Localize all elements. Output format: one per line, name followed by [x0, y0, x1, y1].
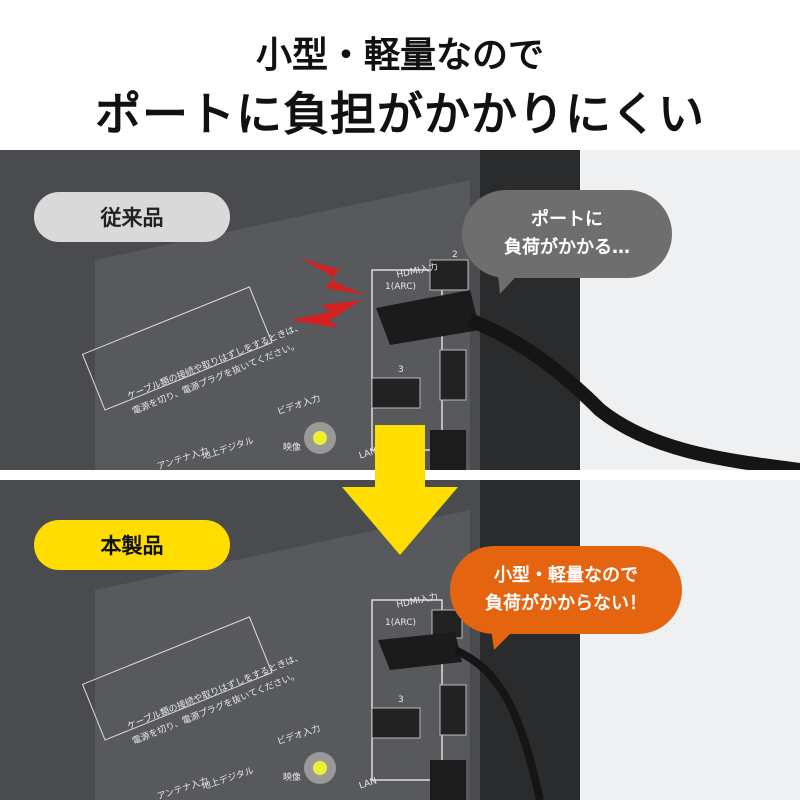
after-label: 本製品 — [34, 520, 230, 570]
headline-line2: ポートに負担がかかりにくい — [94, 87, 706, 141]
headline-line1: 小型・軽量なので — [255, 35, 544, 76]
header: 小型・軽量なので ポートに負担がかかりにくい — [0, 0, 800, 150]
port3-label: 3 — [398, 365, 404, 375]
after-bubble-line2: 負荷がかからない！ — [485, 593, 647, 614]
before-bubble: ポートに 負荷がかかる… — [462, 190, 672, 278]
port1-label: 1(ARC) — [385, 282, 416, 292]
hdmi-cable — [453, 646, 544, 800]
after-bubble: 小型・軽量なので 負荷がかからない！ — [450, 546, 682, 634]
after-bubble-shape — [450, 546, 682, 650]
before-bubble-line2: 負荷がかかる… — [504, 237, 630, 258]
before-bubble-line1: ポートに — [531, 209, 603, 230]
hdmi-cable — [467, 313, 800, 470]
eizo-label: 映像 — [283, 773, 302, 783]
compact-hdmi-plug — [378, 632, 462, 670]
after-photo: HDMI入力 1(ARC) 3 ケーブル類の接続や取りはずしをするときは、 電源… — [0, 480, 800, 800]
stress-mark-icon — [290, 300, 362, 328]
before-photo: HDMI入力 1(ARC) 2 3 ケーブル類の接続や取りはずしをするときは、 … — [0, 150, 800, 470]
port1-label: 1(ARC) — [385, 618, 416, 628]
port3-label: 3 — [398, 695, 404, 705]
down-arrow-icon — [342, 425, 458, 555]
bulky-hdmi-plug — [376, 290, 480, 345]
stress-mark-icon — [300, 258, 365, 295]
before-bubble-shape — [462, 190, 672, 294]
eizo-label: 映像 — [283, 443, 302, 453]
port2-label: 2 — [452, 250, 458, 260]
after-bubble-line1: 小型・軽量なので — [494, 565, 638, 586]
before-label: 従来品 — [34, 192, 230, 242]
